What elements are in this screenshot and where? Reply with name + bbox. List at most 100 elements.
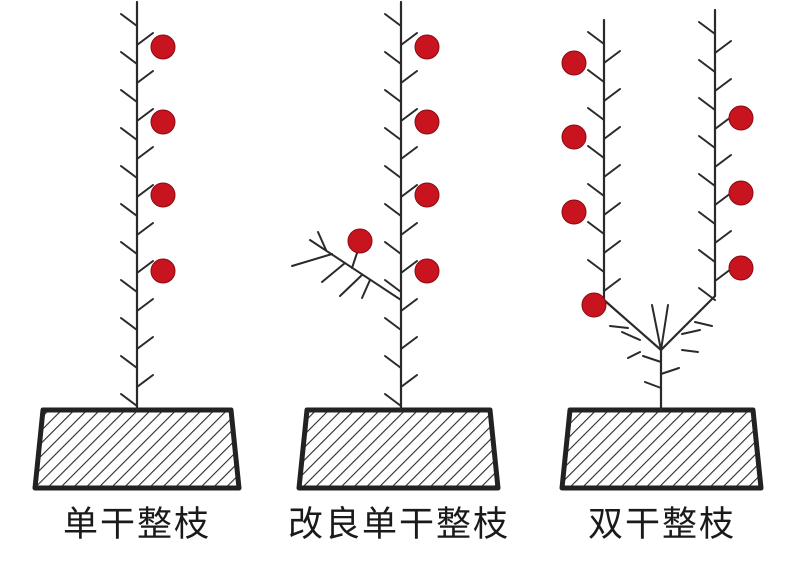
leaf	[136, 146, 154, 160]
fruit	[414, 258, 440, 284]
leaf	[120, 51, 138, 65]
leaf	[681, 329, 701, 335]
leaf	[603, 240, 621, 254]
leaf	[400, 70, 418, 84]
fruit	[728, 255, 754, 281]
leaf	[361, 279, 371, 299]
fruit	[728, 180, 754, 206]
leaf	[698, 173, 716, 187]
leaf	[714, 230, 732, 244]
branch	[659, 294, 717, 352]
leaf	[400, 336, 418, 350]
fruit	[561, 124, 587, 150]
leaf	[587, 221, 605, 235]
pot-single-stem	[32, 407, 242, 491]
leaf	[603, 164, 621, 178]
caption-double-stem: 双干整枝	[587, 505, 736, 545]
leaf	[400, 374, 418, 388]
caption-improved-single-stem: 改良单干整枝	[287, 505, 510, 545]
leaf	[587, 31, 605, 45]
leaf	[120, 89, 138, 103]
fruit	[150, 258, 176, 284]
leaf	[120, 127, 138, 141]
leaf	[660, 304, 669, 351]
leaf	[698, 97, 716, 111]
leaf	[587, 259, 605, 273]
leaf	[339, 274, 363, 297]
leaf	[644, 381, 662, 389]
fruit	[561, 199, 587, 225]
leaf	[400, 222, 418, 236]
leaf	[714, 40, 732, 54]
leaf	[384, 203, 402, 217]
leaf	[384, 279, 402, 293]
leaf	[714, 154, 732, 168]
leaf	[603, 50, 621, 64]
leaf	[587, 107, 605, 121]
leaf	[120, 13, 138, 27]
leaf	[384, 393, 402, 407]
leaf	[651, 304, 662, 351]
fruit	[150, 109, 176, 135]
leaf	[136, 260, 154, 274]
leaf	[603, 202, 621, 216]
leaf	[698, 211, 716, 225]
leaf	[136, 108, 154, 122]
fruit	[150, 182, 176, 208]
leaf	[698, 287, 716, 301]
leaf	[660, 367, 680, 375]
leaf	[698, 21, 716, 35]
plant-improved-single-stem	[291, 0, 440, 412]
leaf	[120, 355, 138, 369]
leaf	[120, 279, 138, 293]
leaf	[384, 127, 402, 141]
leaf	[681, 349, 699, 353]
leaf	[384, 165, 402, 179]
leaf	[714, 192, 732, 206]
leaf	[120, 165, 138, 179]
leaf	[136, 184, 154, 198]
fruit	[414, 34, 440, 60]
leaf	[400, 146, 418, 160]
leaf	[120, 317, 138, 331]
leaf	[291, 253, 333, 267]
leaf	[400, 298, 418, 312]
leaf	[321, 262, 346, 283]
leaf	[136, 32, 154, 46]
leaf	[603, 278, 621, 292]
leaf	[136, 374, 154, 388]
leaf	[714, 78, 732, 92]
leaf	[400, 260, 418, 274]
leaf	[587, 69, 605, 83]
leaf	[400, 32, 418, 46]
leaf	[603, 126, 621, 140]
fruit	[414, 109, 440, 135]
leaf	[120, 241, 138, 255]
branch	[602, 298, 663, 352]
leaf	[714, 116, 732, 130]
pot-improved-single-stem	[296, 407, 501, 491]
leaf	[136, 336, 154, 350]
plant-single-stem	[120, 0, 176, 412]
leaf	[609, 325, 629, 329]
leaf	[136, 298, 154, 312]
leaf	[120, 393, 138, 407]
leaf	[694, 321, 713, 327]
leaf	[384, 241, 402, 255]
leaf	[698, 59, 716, 73]
leaf	[384, 51, 402, 65]
leaf	[384, 355, 402, 369]
leaf	[317, 231, 327, 251]
leaf	[120, 203, 138, 217]
fruit	[150, 34, 176, 60]
leaf	[136, 222, 154, 236]
leaf	[627, 351, 641, 359]
leaf	[714, 268, 732, 282]
fruit	[414, 182, 440, 208]
leaf	[621, 331, 641, 341]
fruit	[728, 105, 754, 131]
leaf	[587, 183, 605, 197]
fruit	[347, 228, 373, 254]
leaf	[698, 135, 716, 149]
